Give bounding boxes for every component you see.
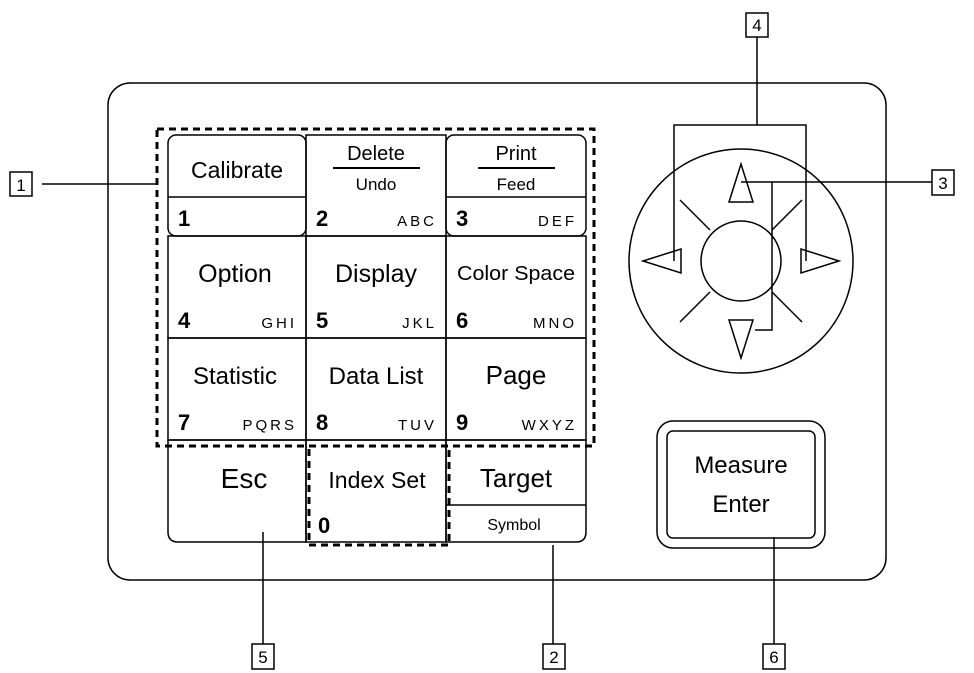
key-page-label: Page [486, 360, 547, 390]
key-colorspace-digit: 6 [456, 308, 468, 333]
leader-lines [42, 36, 932, 644]
key-delete-letters: ABC [397, 213, 437, 230]
key-datalist-letters: TUV [398, 417, 437, 434]
arrow-up-icon[interactable] [727, 161, 755, 203]
dashed-highlight [155, 127, 596, 547]
key-display-label: Display [335, 260, 417, 288]
key-print-digit: 3 [456, 206, 468, 231]
arrow-right-icon[interactable] [800, 247, 842, 275]
key-option-letters: GHI [261, 315, 297, 332]
key-display-digit: 5 [316, 308, 328, 333]
key-delete-digit: 2 [316, 206, 328, 231]
key-calibrate-digit: 1 [178, 206, 190, 231]
key-colorspace-letters: MNO [533, 315, 577, 332]
key-target-label: Target [480, 463, 553, 493]
key-statistic-digit: 7 [178, 410, 190, 435]
leader-3 [741, 181, 773, 331]
dpad-diagonal-nw [679, 199, 711, 231]
key-symbol-label: Symbol [487, 517, 540, 534]
measure-key-outer [656, 420, 826, 549]
callout-box-5 [251, 643, 275, 670]
key-indexset-digit: 0 [318, 513, 330, 538]
callout-1: 1 [16, 176, 25, 195]
callout-box-4 [745, 12, 769, 38]
key-statistic-label: Statistic [193, 363, 277, 390]
measure-enter-key[interactable] [656, 420, 826, 549]
dpad-diagonal-ne [771, 199, 803, 231]
key-datalist-label: Data List [329, 363, 424, 390]
callout-6: 6 [769, 648, 778, 667]
dpad-diagonal-sw [679, 291, 711, 323]
callout-box-3 [931, 169, 955, 196]
measure-key-inner [666, 430, 816, 539]
key-display-letters: JKL [402, 315, 437, 332]
callout-3: 3 [938, 174, 947, 193]
key-print-label: Print [495, 143, 537, 165]
key-esc-label: Esc [221, 463, 268, 494]
callout-box-6 [762, 643, 786, 670]
key-statistic-letters: PQRS [242, 417, 297, 434]
callout-2: 2 [549, 648, 558, 667]
callout-boxes [9, 12, 955, 670]
callout-box-1 [9, 171, 33, 197]
leader-4 [673, 124, 807, 261]
key-print-letters: DEF [538, 213, 577, 230]
arrow-left-icon[interactable] [640, 247, 682, 275]
measure-label: Measure [694, 452, 787, 479]
key-option-digit: 4 [178, 308, 191, 333]
numeric-keys-grid [167, 134, 587, 441]
dpad [628, 148, 854, 374]
dpad-diagonal-se [771, 291, 803, 323]
key-undo-label: Undo [356, 175, 397, 194]
callout-box-2 [542, 643, 566, 670]
key-page-letters: WXYZ [522, 417, 577, 434]
key-indexset-label: Index Set [328, 467, 426, 493]
key-datalist-digit: 8 [316, 410, 328, 435]
callout-4: 4 [752, 16, 761, 35]
enter-label: Enter [712, 491, 769, 518]
key-option-label: Option [198, 260, 272, 288]
key-page-digit: 9 [456, 410, 468, 435]
arrow-down-icon[interactable] [727, 319, 755, 361]
key-feed-label: Feed [497, 175, 536, 194]
key-delete-label: Delete [347, 143, 405, 165]
dpad-outer-ring [628, 148, 854, 374]
key-target[interactable] [445, 439, 587, 543]
key-colorspace-label: Color Space [457, 263, 575, 285]
keypad-panel [107, 82, 887, 581]
dpad-center-button[interactable] [700, 220, 782, 302]
key-calibrate-label: Calibrate [191, 157, 283, 183]
callout-5: 5 [258, 648, 267, 667]
